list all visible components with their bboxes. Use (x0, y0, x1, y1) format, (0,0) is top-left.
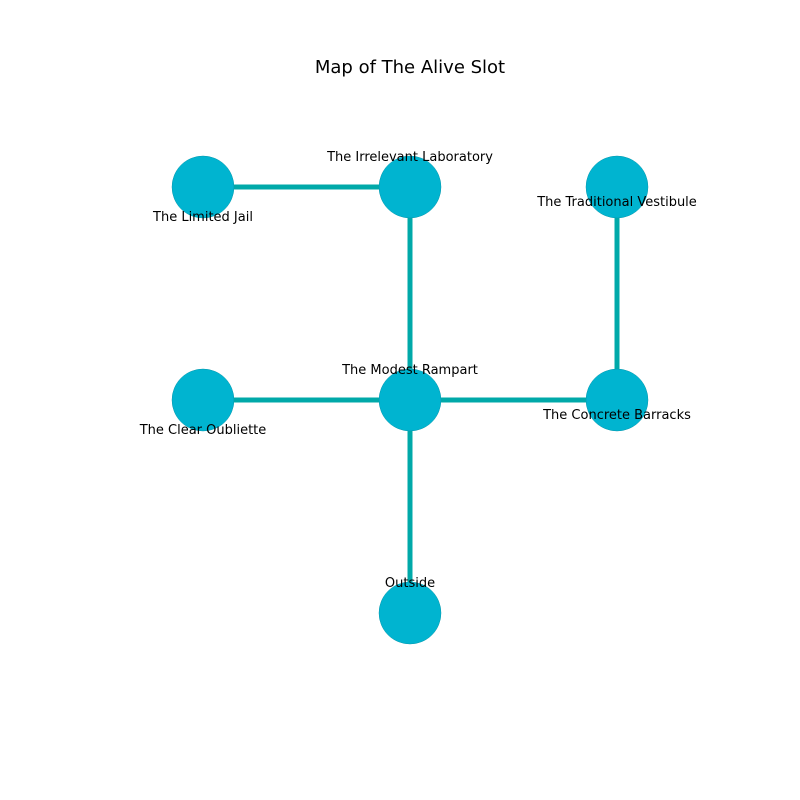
node-traditional-vestibule (585, 155, 649, 219)
node-label-limited-jail: The Limited Jail (152, 210, 253, 225)
node-irrelevant-laboratory (378, 155, 442, 219)
node-outside (378, 581, 442, 645)
diagram-title: Map of The Alive Slot (315, 57, 505, 78)
node-label-irrelevant-laboratory: The Irrelevant Laboratory (326, 150, 493, 165)
node-concrete-barracks (585, 368, 649, 432)
node-label-modest-rampart: The Modest Rampart (341, 363, 478, 378)
node-limited-jail (171, 155, 235, 219)
labels-layer: The Limited Jail The Irrelevant Laborator… (139, 150, 697, 591)
node-label-concrete-barracks: The Concrete Barracks (542, 408, 691, 423)
node-label-clear-oubliette: The Clear Oubliette (139, 423, 267, 438)
nodes-layer (171, 155, 649, 645)
node-label-traditional-vestibule: The Traditional Vestibule (536, 195, 697, 210)
node-clear-oubliette (171, 368, 235, 432)
node-label-outside: Outside (385, 576, 435, 591)
edges-layer (203, 184, 620, 613)
node-modest-rampart (378, 368, 442, 432)
